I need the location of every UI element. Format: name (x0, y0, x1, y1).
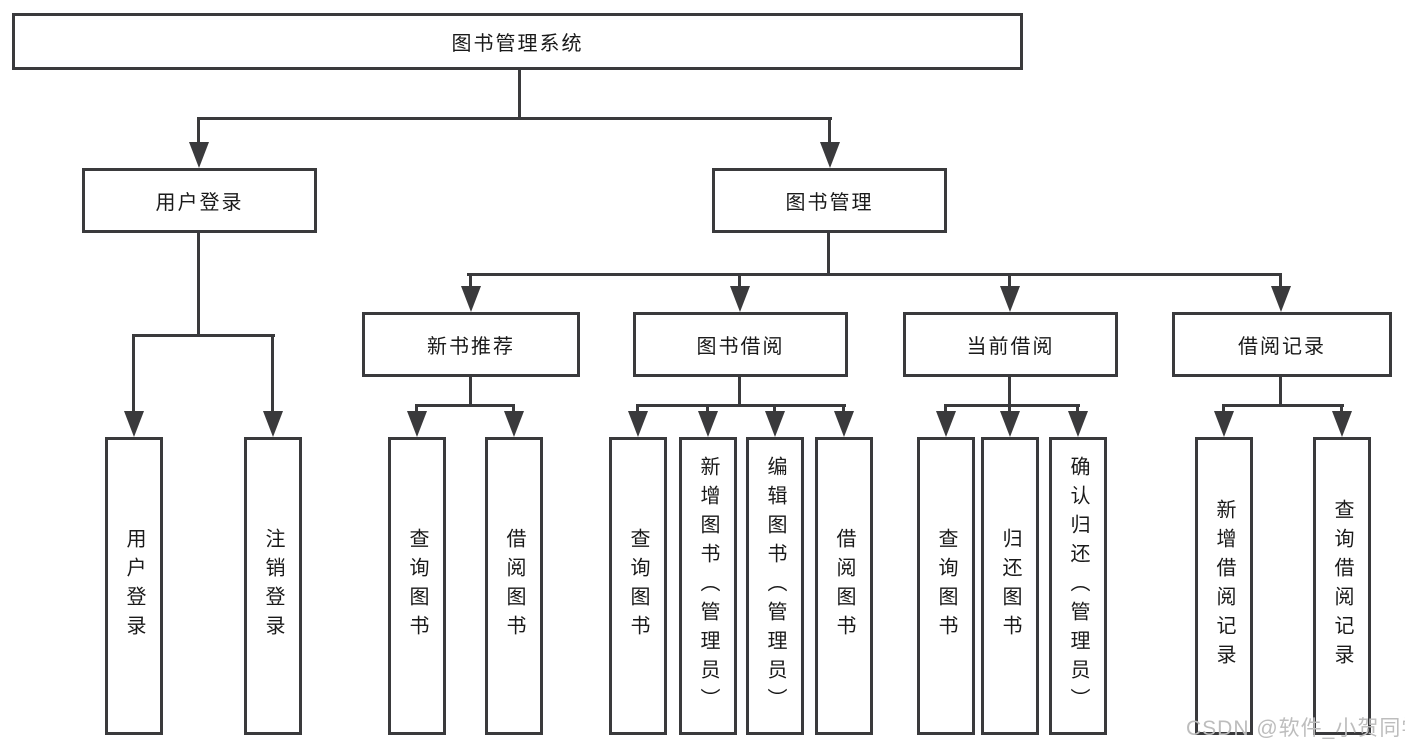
connector-current-borrow-branch-hbar (944, 404, 1080, 407)
node-book-borrow: 图书借阅 (633, 312, 848, 377)
connector-book-mgmt-stem (828, 117, 831, 144)
node-current-borrow: 当前借阅 (903, 312, 1118, 377)
leaf-borrow-book: 借阅图书 (815, 437, 873, 735)
connector-borrow-record-branch-stem (1279, 376, 1282, 406)
connector-current-borrow-stem (1008, 273, 1011, 288)
node-book-borrow-label: 图书借阅 (696, 336, 785, 358)
leaf-record-add-label: 新增借阅记录 (1213, 499, 1235, 673)
arrow-down-icon (124, 411, 144, 437)
leaf-borrow-edit-admin: 编辑图书（管理员） (746, 437, 804, 735)
csdn-watermark: CSDN @软件_小贺同学 (1186, 717, 1405, 740)
leaf-record-query-label: 查询借阅记录 (1331, 499, 1353, 673)
connector-book-borrow-leaf1-stem (636, 404, 639, 414)
leaf-user-login: 用户登录 (105, 437, 163, 735)
connector-book-borrow-leaf4-stem (842, 404, 845, 414)
connector-book-borrow-leaf3-stem (773, 404, 776, 414)
arrow-down-icon (628, 411, 648, 437)
connector-book-borrow-leaf2-stem (706, 404, 709, 414)
node-root-label: 图书管理系统 (451, 33, 584, 55)
connector-user-leaf1-stem (132, 334, 135, 414)
connector-current-borrow-leaf3-stem (1076, 404, 1079, 414)
connector-new-book-branch-hbar (415, 404, 515, 407)
arrow-down-icon (820, 142, 840, 168)
leaf-borrow-add-admin-label: 新增图书（管理员） (697, 455, 719, 717)
leaf-current-confirm-admin: 确认归还（管理员） (1049, 437, 1107, 735)
leaf-current-query-label: 查询图书 (935, 528, 957, 644)
arrow-down-icon (834, 411, 854, 437)
connector-new-book-leaf1-stem (415, 404, 418, 414)
arrow-down-icon (504, 411, 524, 437)
node-book-mgmt: 图书管理 (712, 168, 947, 233)
connector-root-hbar (198, 117, 832, 120)
arrow-down-icon (1000, 286, 1020, 312)
arrow-down-icon (1332, 411, 1352, 437)
leaf-borrow-add-admin: 新增图书（管理员） (679, 437, 737, 735)
leaf-current-confirm-admin-label: 确认归还（管理员） (1067, 455, 1089, 717)
connector-new-book-stem (469, 273, 472, 288)
node-book-mgmt-label: 图书管理 (785, 192, 874, 214)
connector-book-borrow-branch-stem (738, 376, 741, 406)
leaf-record-add: 新增借阅记录 (1195, 437, 1253, 735)
leaf-new-book-borrow-label: 借阅图书 (503, 528, 525, 644)
connector-new-book-branch-stem (469, 376, 472, 406)
arrow-down-icon (263, 411, 283, 437)
node-borrow-record: 借阅记录 (1172, 312, 1392, 377)
node-new-book: 新书推荐 (362, 312, 580, 377)
leaf-current-return: 归还图书 (981, 437, 1039, 735)
leaf-logout: 注销登录 (244, 437, 302, 735)
leaf-current-return-label: 归还图书 (999, 528, 1021, 644)
connector-mgmt-branch-stem (827, 232, 830, 275)
leaf-borrow-query-label: 查询图书 (627, 528, 649, 644)
leaf-current-query: 查询图书 (917, 437, 975, 735)
connector-current-borrow-leaf1-stem (944, 404, 947, 414)
leaf-new-book-borrow: 借阅图书 (485, 437, 543, 735)
connector-borrow-record-stem (1279, 273, 1282, 288)
arrow-down-icon (1068, 411, 1088, 437)
leaf-borrow-query: 查询图书 (609, 437, 667, 735)
leaf-borrow-edit-admin-label: 编辑图书（管理员） (764, 455, 786, 717)
connector-current-borrow-leaf2-stem (1008, 404, 1011, 414)
leaf-record-query: 查询借阅记录 (1313, 437, 1371, 735)
node-user-login: 用户登录 (82, 168, 317, 233)
arrow-down-icon (936, 411, 956, 437)
leaf-new-book-query: 查询图书 (388, 437, 446, 735)
connector-mgmt-branch-hbar (467, 273, 1282, 276)
arrow-down-icon (1271, 286, 1291, 312)
connector-borrow-record-branch-hbar (1222, 404, 1344, 407)
node-current-borrow-label: 当前借阅 (966, 336, 1055, 358)
connector-borrow-record-leaf2-stem (1340, 404, 1343, 414)
connector-user-login-stem (197, 117, 200, 144)
arrow-down-icon (730, 286, 750, 312)
node-user-login-label: 用户登录 (155, 192, 244, 214)
arrow-down-icon (461, 286, 481, 312)
leaf-borrow-book-label: 借阅图书 (833, 528, 855, 644)
leaf-new-book-query-label: 查询图书 (406, 528, 428, 644)
arrow-down-icon (407, 411, 427, 437)
arrow-down-icon (189, 142, 209, 168)
node-borrow-record-label: 借阅记录 (1238, 336, 1326, 358)
connector-user-branch-hbar (132, 334, 275, 337)
connector-book-borrow-branch-hbar (636, 404, 846, 407)
arrow-down-icon (1000, 411, 1020, 437)
connector-root-stem (518, 69, 521, 118)
arrow-down-icon (765, 411, 785, 437)
leaf-user-login-label: 用户登录 (123, 528, 145, 644)
connector-borrow-record-leaf1-stem (1222, 404, 1225, 414)
connector-user-leaf2-stem (271, 334, 274, 414)
connector-current-borrow-branch-stem (1008, 376, 1011, 406)
node-root: 图书管理系统 (12, 13, 1023, 70)
connector-new-book-leaf2-stem (512, 404, 515, 414)
arrow-down-icon (1214, 411, 1234, 437)
connector-book-borrow-stem (738, 273, 741, 288)
arrow-down-icon (698, 411, 718, 437)
connector-user-branch-stem (197, 232, 200, 336)
node-new-book-label: 新书推荐 (427, 336, 515, 358)
leaf-logout-label: 注销登录 (262, 528, 284, 644)
